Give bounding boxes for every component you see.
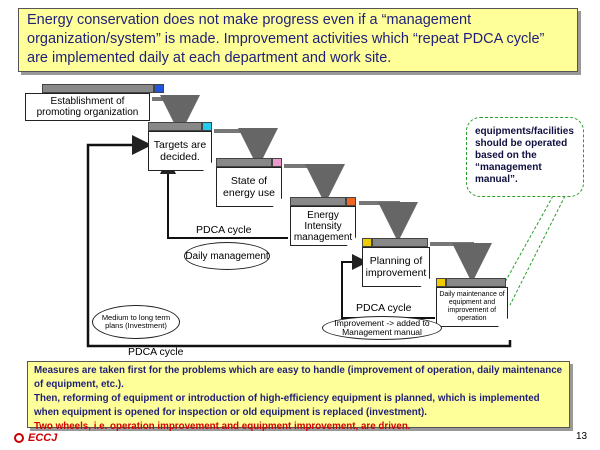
step-label: Planning of improvement bbox=[365, 255, 427, 279]
step-label: State of energy use bbox=[223, 175, 275, 199]
step-accent bbox=[346, 197, 356, 206]
step-accent bbox=[436, 278, 446, 287]
step-label: Establishment of promoting organization bbox=[36, 96, 139, 118]
eccj-logo: ECCJ bbox=[14, 432, 57, 444]
management-manual-callout: equipments/facilities should be operated… bbox=[466, 117, 584, 197]
logo-mark-icon bbox=[14, 433, 24, 443]
step-label: Targets are decided. bbox=[153, 139, 207, 163]
footer-line: Then, reforming of equipment or introduc… bbox=[34, 393, 540, 418]
pdca-cycle-label: PDCA cycle bbox=[356, 302, 412, 314]
medium-long-term-ellipse: Medium to long term plans (Investment) bbox=[92, 305, 180, 339]
step-state-of-energy-use: State of energy use bbox=[216, 167, 282, 207]
step-targets: Targets are decided. bbox=[148, 131, 212, 171]
step-accent bbox=[202, 122, 212, 131]
footer-line-highlight: Two wheels, i.e. operation improvement a… bbox=[34, 421, 411, 432]
step-label: Daily maintenance of equipment and impro… bbox=[439, 291, 505, 322]
step-bar bbox=[372, 238, 428, 247]
step-accent bbox=[272, 158, 282, 167]
step-daily-maintenance: Daily maintenance of equipment and impro… bbox=[436, 287, 508, 327]
pdca-cycle-label: PDCA cycle bbox=[196, 224, 252, 236]
step-accent bbox=[362, 238, 372, 247]
pdca-cycle-label: PDCA cycle bbox=[128, 346, 184, 358]
step-bar bbox=[446, 278, 506, 287]
step-bar bbox=[290, 197, 346, 206]
step-planning-improvement: Planning of improvement bbox=[362, 247, 430, 287]
header-text: Energy conservation does not make progre… bbox=[27, 12, 545, 66]
header-banner: Energy conservation does not make progre… bbox=[18, 8, 578, 72]
step-bar bbox=[42, 84, 154, 93]
page-number: 13 bbox=[576, 431, 588, 442]
step-bar bbox=[216, 158, 272, 167]
daily-management-ellipse: Daily management bbox=[184, 242, 270, 270]
step-energy-intensity: Energy Intensity management bbox=[290, 206, 356, 246]
footer-notes: Measures are taken first for the problem… bbox=[27, 361, 570, 432]
footer-line: Measures are taken first for the problem… bbox=[34, 365, 563, 390]
step-establishment: Establishment of promoting organization bbox=[25, 93, 150, 121]
improvement-ellipse: Improvement -> added to Management manua… bbox=[322, 316, 442, 340]
step-label: Energy Intensity management bbox=[293, 209, 353, 243]
step-accent bbox=[154, 84, 164, 93]
step-bar bbox=[148, 122, 202, 131]
